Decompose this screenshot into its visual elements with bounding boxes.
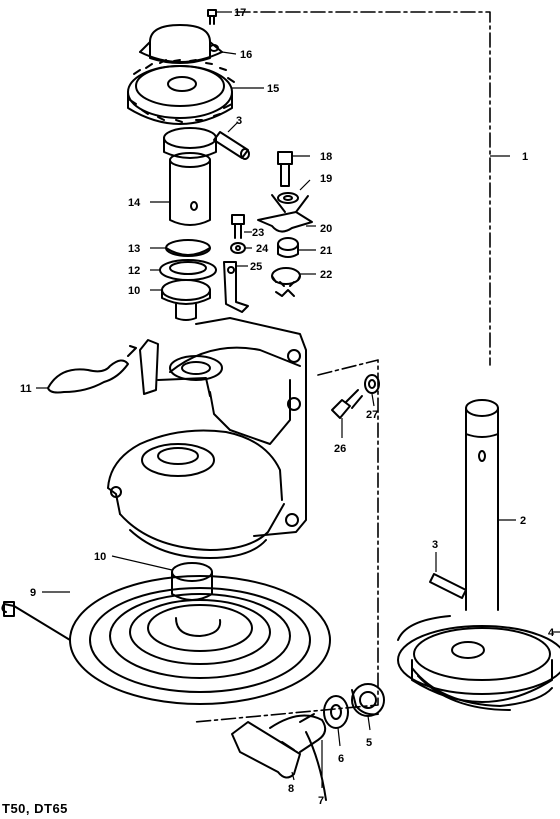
pin-3-lower — [429, 573, 467, 599]
pulley-4 — [397, 615, 560, 711]
washer-19 — [277, 192, 299, 204]
nut-24 — [230, 242, 246, 254]
clip-spring-11 — [47, 345, 137, 394]
callout-8: 8 — [288, 783, 294, 795]
callout-leaders — [36, 11, 560, 788]
model-label: T50, DT65 — [2, 801, 68, 816]
cap-16 — [139, 24, 223, 64]
callout-27: 27 — [366, 409, 378, 421]
callout-3-lower: 3 — [432, 539, 438, 551]
callout-23: 23 — [252, 227, 264, 239]
bolt-26 — [331, 389, 363, 419]
shaft-14 — [163, 127, 217, 226]
recoil-spring-9 — [1, 575, 331, 705]
screw-17 — [207, 9, 217, 25]
callout-4: 4 — [548, 627, 555, 639]
bushing-10-upper — [161, 279, 211, 321]
gear-15 — [127, 59, 235, 125]
callout-19: 19 — [320, 173, 332, 185]
rope-guide-5 — [351, 683, 385, 717]
callout-12: 12 — [128, 265, 140, 277]
assembly-boundary-line — [194, 11, 491, 723]
shaft-2 — [465, 399, 499, 611]
callout-7: 7 — [318, 795, 324, 807]
plate-25 — [223, 261, 249, 313]
callout-9: 9 — [30, 587, 36, 599]
spring-nut-22 — [271, 267, 301, 297]
callout-17: 17 — [234, 7, 246, 19]
callout-3-upper: 3 — [236, 115, 242, 127]
bolt-18 — [277, 151, 293, 187]
callout-10-lower: 10 — [94, 551, 106, 563]
part-callouts: 17 16 15 3 18 1 19 14 20 23 13 24 21 12 … — [20, 7, 555, 807]
callout-18: 18 — [320, 151, 332, 163]
spacer-21 — [277, 237, 299, 258]
callout-6: 6 — [338, 753, 344, 765]
o-ring-13 — [165, 239, 211, 257]
callout-13: 13 — [128, 243, 140, 255]
callout-21: 21 — [320, 245, 332, 257]
callout-16: 16 — [240, 49, 252, 61]
callout-22: 22 — [320, 269, 332, 281]
grommet-6 — [323, 695, 349, 729]
callout-1: 1 — [522, 151, 528, 163]
callout-14: 14 — [128, 197, 141, 209]
bracket-20 — [257, 194, 313, 233]
callout-20: 20 — [320, 223, 332, 235]
washer-27 — [364, 374, 380, 394]
callout-15: 15 — [267, 83, 279, 95]
callout-10-upper: 10 — [128, 285, 140, 297]
rope-7 — [305, 731, 327, 801]
callout-24: 24 — [256, 243, 269, 255]
bolt-23 — [231, 214, 245, 239]
callout-5: 5 — [366, 737, 372, 749]
callout-26: 26 — [334, 443, 346, 455]
pin-3-upper — [213, 131, 250, 160]
starter-case — [107, 317, 307, 559]
handle-8 — [231, 713, 327, 779]
washer-12 — [159, 259, 217, 281]
callout-2: 2 — [520, 515, 526, 527]
callout-11: 11 — [20, 383, 32, 395]
callout-25: 25 — [250, 261, 262, 273]
